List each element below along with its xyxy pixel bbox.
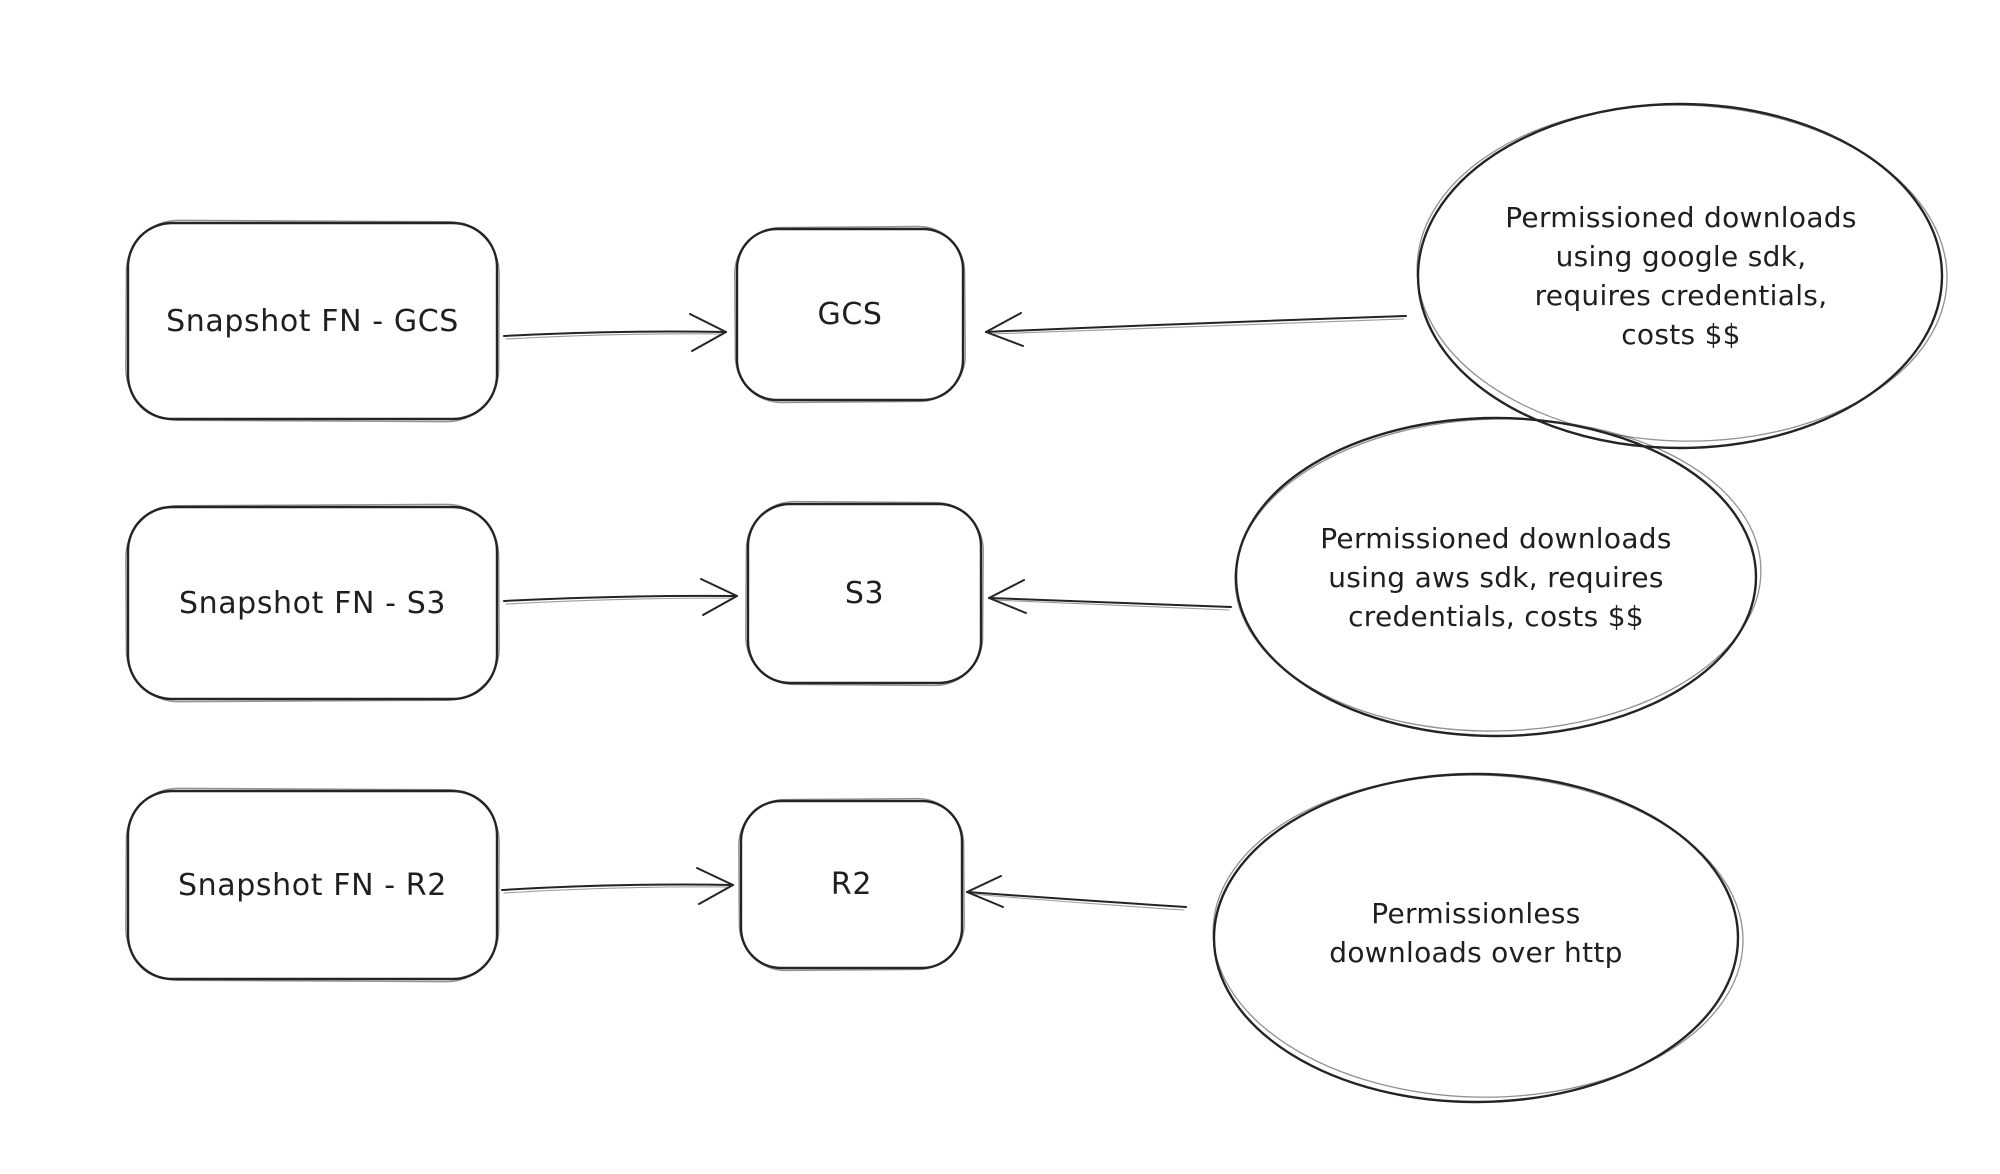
note-line: Permissioned downloads [1320,522,1672,555]
note-ellipse-s3[interactable] [1231,413,1764,738]
node-gcs[interactable] [734,225,966,404]
arrow-note-to-s3[interactable] [988,579,1232,614]
arrow-snapshot-gcs-to-gcs[interactable] [503,313,727,352]
snapshot-fn-gcs-label[interactable]: Snapshot FN - GCS [166,303,459,339]
note-line: Permissioned downloads [1505,201,1857,234]
note-s3-text[interactable]: Permissioned downloads using aws sdk, re… [1276,519,1716,636]
note-ellipse-r2[interactable] [1209,768,1747,1104]
note-gcs-text[interactable]: Permissioned downloads using google sdk,… [1461,198,1901,354]
note-line: using aws sdk, requires [1328,561,1664,594]
note-line: downloads over http [1329,936,1623,969]
node-snapshot-fn-gcs[interactable] [125,219,500,423]
arrow-snapshot-r2-to-r2[interactable] [501,867,734,905]
arrow-snapshot-s3-to-s3[interactable] [503,578,738,616]
gcs-label[interactable]: GCS [817,297,883,332]
note-line: using google sdk, [1555,240,1807,273]
arrow-note-to-gcs[interactable] [985,312,1407,347]
note-line: costs $$ [1621,318,1741,351]
note-r2-text[interactable]: Permissionless downloads over http [1256,894,1696,972]
note-ellipse-gcs[interactable] [1412,98,1951,450]
note-line: Permissionless [1371,897,1581,930]
snapshot-fn-s3-label[interactable]: Snapshot FN - S3 [178,585,447,621]
r2-label[interactable]: R2 [830,867,873,902]
node-snapshot-fn-r2[interactable] [125,787,500,983]
node-r2[interactable] [738,797,965,972]
s3-label[interactable]: S3 [844,576,885,611]
note-line: credentials, costs $$ [1348,600,1644,633]
note-line: requires credentials, [1534,279,1828,312]
node-snapshot-fn-s3[interactable] [125,503,500,703]
node-s3[interactable] [745,500,984,687]
snapshot-fn-r2-label[interactable]: Snapshot FN - R2 [178,867,447,903]
arrow-note-to-r2[interactable] [966,875,1187,911]
